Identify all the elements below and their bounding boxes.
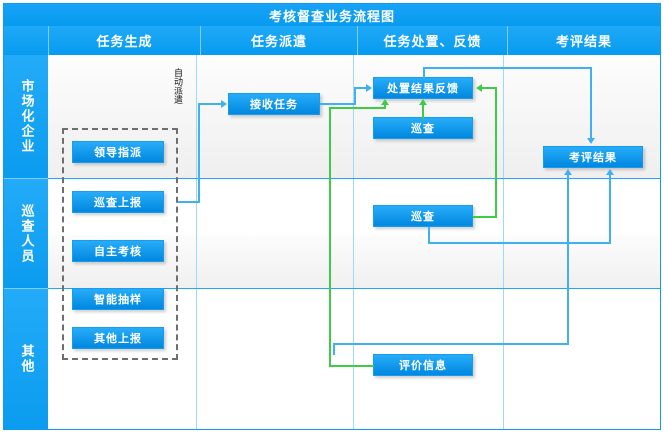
arrow-to-receive-task: [221, 100, 227, 108]
column-header-task-handling: 任务处置、反馈: [383, 35, 482, 50]
grid-vline-1: [196, 55, 197, 429]
arrow-evalinfo-to-feedback: [381, 99, 389, 105]
lane-label-other: 其他: [4, 289, 48, 429]
conn-sources-up: [198, 103, 200, 203]
lane-label-patrol-staff: 巡查人员: [4, 179, 48, 288]
column-header-row: 任务生成 任务派遣 任务处置、反馈 考评结果: [4, 26, 660, 55]
grid-hline-1: [48, 178, 660, 179]
column-header-assessment: 考评结果: [555, 35, 612, 50]
lane-label-market-enterprise: 市场化企业: [4, 55, 48, 178]
column-header-task-dispatch: 任务派遣: [250, 35, 307, 50]
node-eval-result[interactable]: 考评结果: [543, 146, 643, 168]
conn-evalinfo-top-up: [333, 343, 335, 355]
node-patrol-report[interactable]: 巡查上报: [72, 191, 164, 213]
conn-patrol2-up: [495, 87, 497, 218]
conn-evalinfo-left: [329, 365, 374, 367]
conn-patrol2-right: [473, 216, 497, 218]
node-receive-task[interactable]: 接收任务: [228, 93, 320, 115]
lane-sep-1: [4, 288, 48, 289]
conn-evalinfo-to-eval-v: [567, 175, 569, 344]
conn-feedback-top-up: [423, 67, 425, 78]
conn-receive-right: [320, 103, 356, 105]
arrow-patrol2-to-eval-result: [606, 169, 614, 175]
flowchart-body: 领导指派 巡查上报 自主考核 智能抽样 其他上报 接收任务 处置结果反馈 巡查 …: [48, 55, 660, 429]
conn-evalinfo-up: [329, 107, 331, 367]
node-self-assess[interactable]: 自主考核: [72, 240, 164, 262]
chart-title: 考核督查业务流程图: [4, 4, 660, 26]
arrow-evalinfo-to-eval-result: [564, 169, 572, 175]
conn-patrol2-to-eval-h: [428, 242, 611, 244]
task-source-group: [62, 128, 178, 360]
node-smart-sample[interactable]: 智能抽样: [72, 288, 164, 310]
node-leader-assign[interactable]: 领导指派: [72, 141, 164, 163]
lane-sep-0: [4, 178, 48, 179]
node-patrol-1[interactable]: 巡查: [373, 117, 473, 139]
conn-sources-right: [178, 201, 200, 203]
lane-label-other-text: 其他: [18, 344, 34, 374]
header-sep-3: [507, 26, 508, 55]
conn-sources-to-receive: [198, 103, 222, 105]
header-sep-0: [48, 26, 49, 55]
arrow-to-eval-result-top: [587, 138, 595, 144]
node-other-report[interactable]: 其他上报: [72, 327, 164, 349]
conn-evalinfo-right: [329, 107, 385, 109]
conn-patrol2-down: [428, 227, 430, 243]
node-eval-info[interactable]: 评价信息: [373, 354, 473, 376]
conn-patrol1-up: [422, 105, 424, 119]
grid-hline-2: [48, 288, 660, 289]
conn-evalinfo-riser: [384, 105, 386, 109]
conn-evalinfo-to-eval-h: [333, 343, 569, 345]
conn-feedback-to-eval-h: [423, 67, 592, 69]
conn-receive-up: [354, 87, 356, 105]
lane-label-patrol-staff-text: 巡查人员: [18, 203, 34, 264]
grid-vline-2: [353, 55, 354, 429]
lane-label-market-enterprise-text: 市场化企业: [18, 79, 34, 154]
arrow-to-result-feedback: [366, 84, 372, 92]
node-result-feedback[interactable]: 处置结果反馈: [373, 77, 473, 99]
conn-patrol2-to-feedback: [482, 87, 497, 89]
label-auto-dispatch: 自动派遣: [172, 68, 182, 104]
header-sep-2: [357, 26, 358, 55]
header-sep-1: [200, 26, 201, 55]
conn-receive-to-feedback: [354, 87, 367, 89]
arrow-patrol2-to-feedback: [476, 84, 482, 92]
node-patrol-2[interactable]: 巡查: [373, 205, 473, 227]
conn-feedback-to-eval-v: [590, 67, 592, 139]
arrow-patrol1-to-feedback: [419, 99, 427, 105]
conn-patrol2-to-eval-v: [609, 175, 611, 244]
column-header-task-generation: 任务生成: [96, 35, 153, 50]
